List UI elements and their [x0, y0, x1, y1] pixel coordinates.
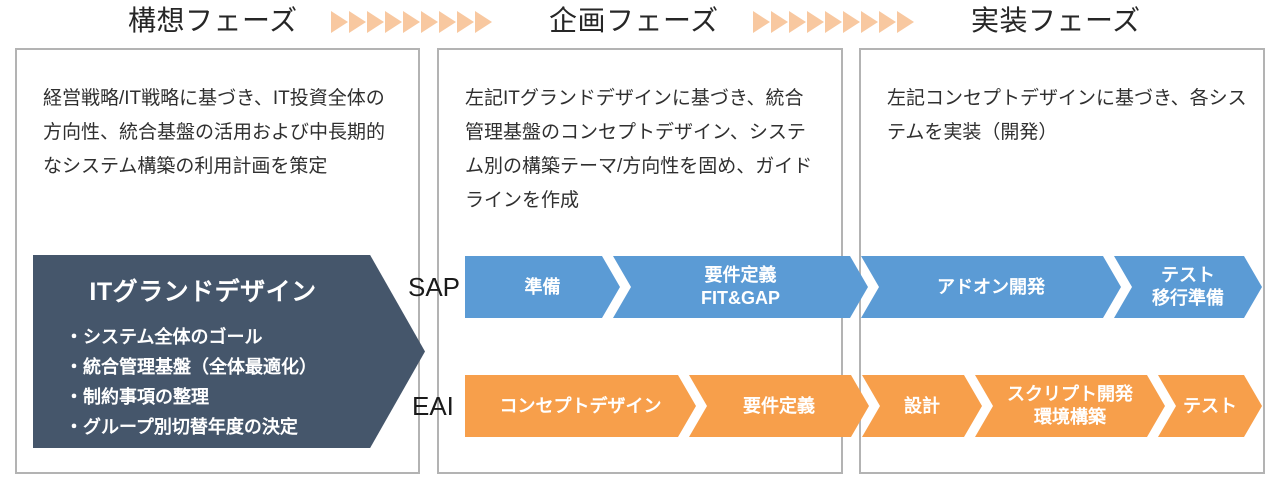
triangle-arrow-icon	[807, 11, 824, 33]
process-step-label: スクリプト開発環境構築	[1007, 384, 1133, 427]
it-grand-design-title: ITグランドデザイン	[89, 278, 317, 306]
process-step-eai-4: スクリプト開発環境構築	[975, 375, 1165, 437]
phase-header: 構想フェーズ 企画フェーズ 実装フェーズ	[0, 0, 1280, 44]
process-step-label: テスト移行準備	[1152, 265, 1224, 308]
triangle-arrow-icon	[753, 11, 770, 33]
triangle-arrow-icon	[879, 11, 896, 33]
phase-label-planning-concept: 構想フェーズ	[128, 5, 298, 36]
triangle-arrow-icon	[789, 11, 806, 33]
list-item: ・制約事項の整理	[65, 387, 209, 407]
phase-arrow-run-2	[753, 10, 914, 34]
triangle-arrow-icon	[475, 11, 492, 33]
row-label-sap: SAP	[408, 272, 461, 302]
process-step-label: 要件定義	[743, 395, 815, 416]
list-item: ・システム全体のゴール	[65, 327, 263, 347]
triangle-arrow-icon	[439, 11, 456, 33]
triangle-arrow-icon	[843, 11, 860, 33]
phase-label-implementation: 実装フェーズ	[971, 5, 1141, 36]
process-step-sap-3: アドオン開発	[861, 256, 1121, 318]
triangle-arrow-icon	[897, 11, 914, 33]
list-item: ・グループ別切替年度の決定	[65, 417, 298, 437]
process-step-label: コンセプトデザイン	[499, 395, 662, 416]
process-step-label: 準備	[524, 276, 561, 297]
triangle-arrow-icon	[861, 11, 878, 33]
phase-arrow-run-1	[331, 10, 492, 34]
triangle-arrow-icon	[367, 11, 384, 33]
process-step-sap-1: 準備	[465, 256, 620, 318]
process-step-eai-3: 設計	[862, 375, 982, 437]
process-row-eai: コンセプトデザイン 要件定義 設計 スクリプト開発環境構築 テスト	[465, 375, 1262, 437]
triangle-arrow-icon	[349, 11, 366, 33]
triangle-arrow-icon	[385, 11, 402, 33]
phase-description: 左記ITグランドデザインに基づき、統合管理基盤のコンセプトデザイン、システム別の…	[465, 88, 813, 211]
phase-description: 左記コンセプトデザインに基づき、各システムを実装（開発）	[887, 88, 1247, 143]
triangle-arrow-icon	[403, 11, 420, 33]
process-step-sap-4: テスト移行準備	[1114, 256, 1262, 318]
list-item: ・統合管理基盤（全体最適化）	[65, 357, 317, 377]
triangle-arrow-icon	[825, 11, 842, 33]
process-step-label: アドオン開発	[937, 276, 1045, 297]
process-step-eai-5: テスト	[1158, 375, 1262, 437]
triangle-arrow-icon	[771, 11, 788, 33]
triangle-arrow-icon	[457, 11, 474, 33]
triangle-arrow-icon	[331, 11, 348, 33]
phase-label-planning: 企画フェーズ	[549, 5, 719, 36]
it-grand-design-arrow: ITグランドデザイン ・システム全体のゴール ・統合管理基盤（全体最適化） ・制…	[33, 255, 425, 448]
process-step-label: 設計	[904, 395, 940, 416]
process-step-eai-1: コンセプトデザイン	[465, 375, 696, 437]
triangle-arrow-icon	[421, 11, 438, 33]
phase-description: 経営戦略/IT戦略に基づき、IT投資全体の方向性、統合基盤の活用および中長期的な…	[43, 88, 386, 177]
row-label-eai: EAI	[412, 391, 454, 421]
process-step-label: テスト	[1183, 395, 1237, 416]
it-grand-design-bullet-list: ・システム全体のゴール ・統合管理基盤（全体最適化） ・制約事項の整理 ・グルー…	[65, 322, 317, 442]
process-step-eai-2: 要件定義	[689, 375, 869, 437]
